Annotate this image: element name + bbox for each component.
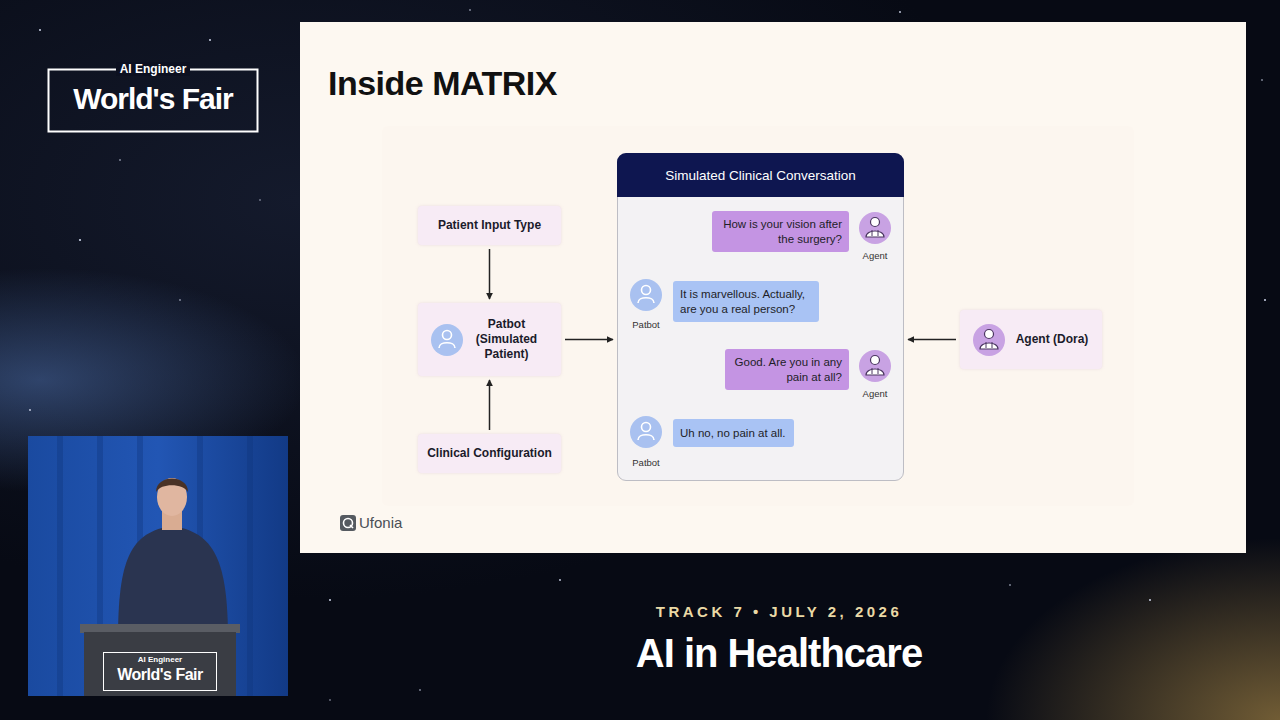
podium bbox=[84, 632, 236, 696]
speaker-hair bbox=[156, 479, 188, 493]
input-box-text: Clinical Configuration bbox=[427, 446, 552, 461]
star bbox=[79, 239, 81, 241]
conversation-panel: Simulated Clinical ConversationHow is yo… bbox=[617, 153, 904, 481]
logo-tail bbox=[350, 525, 353, 528]
flow-arrow bbox=[908, 339, 956, 341]
icon-stethoscope bbox=[872, 230, 878, 236]
flow-arrow bbox=[489, 249, 491, 299]
slide-panel bbox=[382, 126, 1134, 506]
star bbox=[39, 29, 41, 31]
icon-head bbox=[985, 330, 994, 339]
logo-ring bbox=[344, 519, 353, 528]
star bbox=[119, 159, 121, 161]
icon-circle bbox=[859, 212, 891, 244]
star bbox=[29, 409, 31, 411]
logo-square bbox=[340, 515, 356, 531]
doctor-icon bbox=[859, 350, 891, 382]
icon-stethoscope bbox=[872, 368, 878, 374]
star bbox=[179, 299, 181, 301]
icon-stethoscope bbox=[986, 342, 992, 348]
flow-arrow bbox=[489, 380, 491, 430]
patient-bubble: It is marvellous. Actually, are you a re… bbox=[673, 281, 819, 322]
logo-wordmark: World's Fair bbox=[51, 82, 256, 116]
icon-circle bbox=[431, 324, 463, 356]
input-box-text: Patient Input Type bbox=[438, 218, 541, 233]
icon-body bbox=[866, 369, 884, 375]
icon-head bbox=[642, 423, 651, 432]
patient-bubble: Uh no, no pain at all. bbox=[673, 419, 794, 447]
icon-head bbox=[443, 331, 452, 340]
icon-body bbox=[638, 435, 654, 440]
patient-bubble-text: It is marvellous. Actually, are you a re… bbox=[680, 287, 812, 317]
icon-body bbox=[439, 343, 455, 348]
star bbox=[1009, 584, 1011, 586]
agent-box-text: Agent (Dora) bbox=[1016, 332, 1089, 347]
star bbox=[899, 11, 901, 13]
icon-circle bbox=[859, 350, 891, 382]
icon-head bbox=[871, 218, 880, 227]
patient-bubble-text: Uh no, no pain at all. bbox=[680, 426, 787, 441]
company-logo-mark bbox=[340, 515, 356, 531]
star bbox=[259, 199, 260, 200]
agent-bubble-text: How is your vision after the surgery? bbox=[719, 217, 842, 247]
speaker-body bbox=[118, 526, 228, 640]
star bbox=[469, 9, 471, 11]
logo-frame bbox=[49, 70, 258, 132]
icon-body bbox=[866, 231, 884, 237]
star bbox=[329, 699, 330, 700]
input-box: Clinical Configuration bbox=[418, 434, 561, 473]
agent-bubble: How is your vision after the surgery? bbox=[712, 211, 849, 252]
icon-circle bbox=[630, 416, 662, 448]
agent-box: Agent (Dora) bbox=[960, 310, 1102, 369]
doctor-icon bbox=[973, 324, 1005, 356]
patient-icon bbox=[630, 279, 662, 311]
patient-icon bbox=[431, 324, 463, 356]
doctor-icon bbox=[859, 212, 891, 244]
input-box: Patient Input Type bbox=[418, 206, 561, 245]
star bbox=[1261, 79, 1263, 81]
star bbox=[559, 579, 561, 581]
slide-background bbox=[300, 22, 1246, 553]
icon-circle bbox=[630, 279, 662, 311]
icon-body bbox=[638, 298, 654, 303]
track-title: AI in Healthcare bbox=[529, 631, 1029, 676]
flow-arrow bbox=[565, 339, 613, 341]
patbot-box: Patbot (Simulated Patient) bbox=[418, 303, 561, 376]
patient-icon bbox=[630, 416, 662, 448]
icon-body bbox=[980, 343, 998, 349]
icon-circle bbox=[973, 324, 1005, 356]
star bbox=[419, 689, 421, 691]
podium-logo-frame bbox=[104, 653, 217, 691]
podium-top bbox=[80, 624, 240, 633]
track-info: TRACK 7 • JULY 2, 2026 bbox=[579, 603, 979, 620]
patbot-box-text: Patbot (Simulated Patient) bbox=[468, 317, 545, 362]
speaker-head bbox=[157, 478, 187, 516]
curtain-folds bbox=[60, 436, 250, 696]
icon-head bbox=[871, 356, 880, 365]
slide-title: Inside MATRIX bbox=[328, 64, 557, 103]
star bbox=[1149, 599, 1151, 601]
agent-bubble: Good. Are you in any pain at all? bbox=[725, 349, 849, 390]
icon-head bbox=[642, 286, 651, 295]
star bbox=[209, 39, 211, 41]
agent-bubble-text: Good. Are you in any pain at all? bbox=[732, 355, 842, 385]
speaker-video bbox=[28, 436, 288, 696]
star bbox=[1264, 299, 1266, 301]
star bbox=[329, 599, 331, 601]
conversation-panel-text: Simulated Clinical Conversation bbox=[617, 153, 904, 197]
